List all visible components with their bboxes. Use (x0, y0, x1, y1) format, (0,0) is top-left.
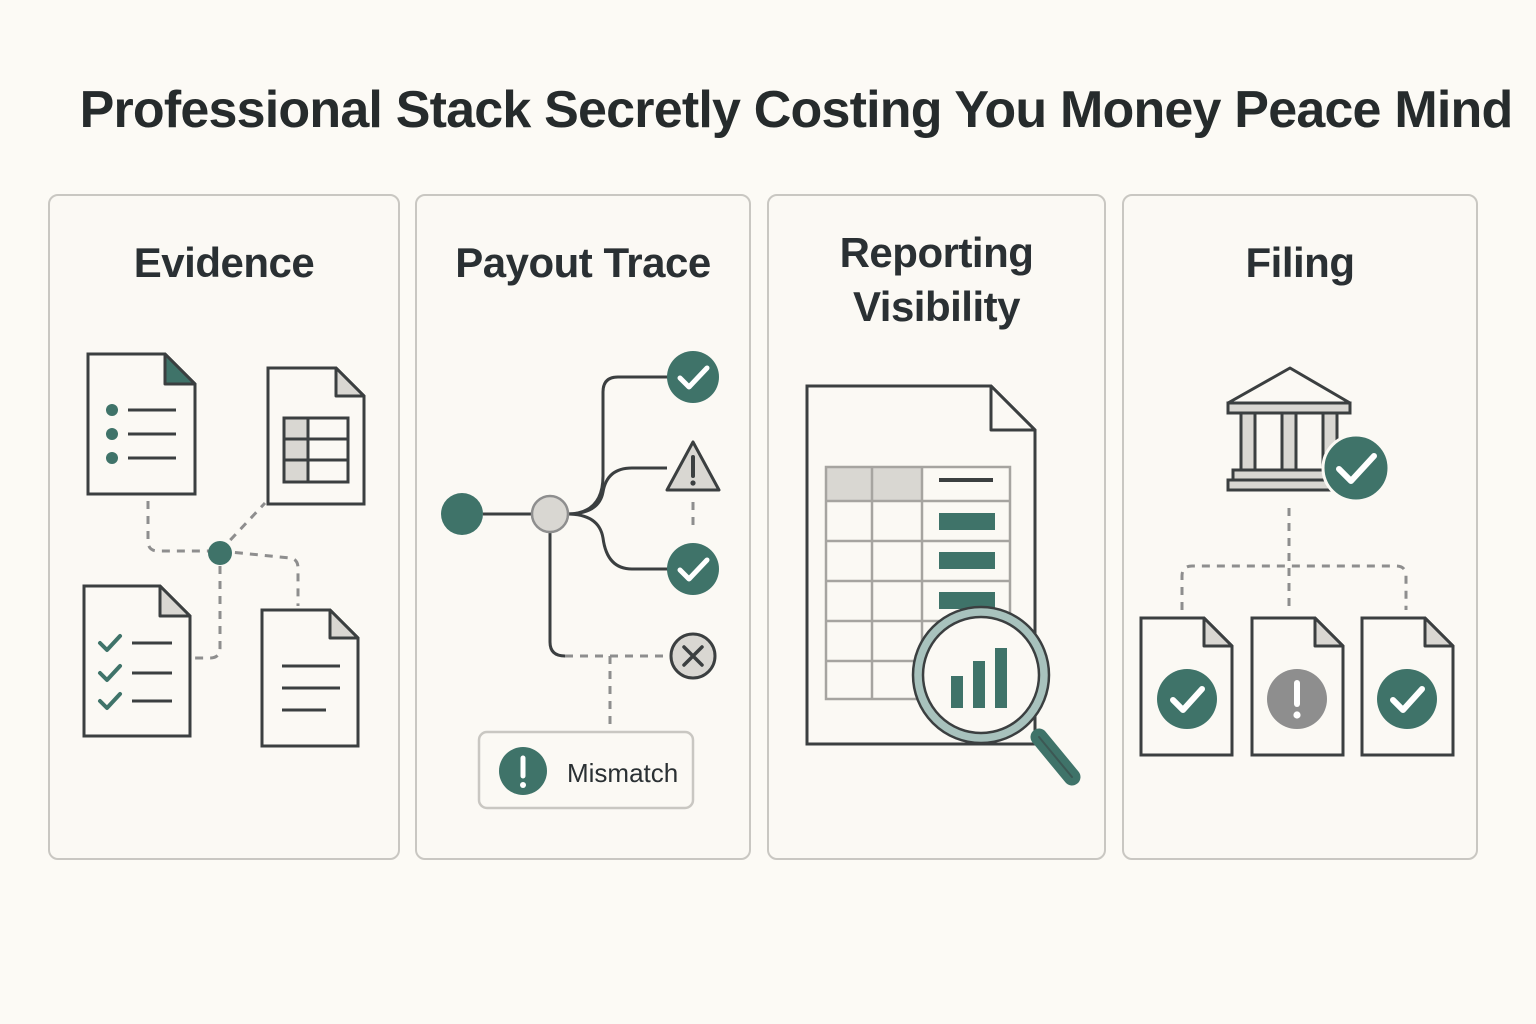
warning-triangle-icon (665, 440, 721, 492)
payout-source-node (441, 493, 483, 535)
evidence-illustration (82, 352, 366, 748)
pending-document-icon (1250, 616, 1345, 757)
filing-illustration (1139, 366, 1455, 757)
evidence-connectors (146, 501, 300, 660)
evidence-hub-node (208, 541, 232, 565)
mismatch-label: Mismatch (567, 758, 679, 788)
payout-split-node (530, 494, 570, 534)
approved-document-icon (1360, 616, 1455, 757)
report-table (824, 465, 1012, 701)
panel-title-filing: Filing (1245, 239, 1355, 286)
panel-filing: Filing (1122, 194, 1478, 860)
approved-document-icon (1139, 616, 1234, 757)
panel-title-payout-trace: Payout Trace (455, 239, 711, 286)
panel-title-evidence: Evidence (133, 239, 315, 286)
panel-title-reporting-line2: Visibility (853, 283, 1020, 330)
reporting-illustration (805, 384, 1081, 786)
spreadsheet-document-icon (266, 366, 366, 506)
checklist-document-icon (82, 584, 192, 738)
check-circle-icon (667, 543, 719, 595)
panel-evidence: Evidence (48, 194, 400, 860)
x-circle-icon (669, 632, 717, 680)
filing-connectors (1180, 508, 1408, 610)
mismatch-badge (477, 730, 695, 810)
text-document-icon (260, 608, 360, 748)
list-document-icon (86, 352, 197, 496)
magnifier-icon (911, 605, 1081, 786)
panel-reporting-visibility: Reporting Visibility (767, 194, 1106, 860)
panel-payout-trace: Payout Trace (415, 194, 751, 860)
page-title: Professional Stack Secretly Costing You … (79, 81, 1514, 139)
panel-title-reporting-line1: Reporting (839, 229, 1034, 276)
check-circle-icon (1321, 433, 1391, 503)
payout-trace-illustration (441, 351, 721, 810)
check-circle-icon (667, 351, 719, 403)
